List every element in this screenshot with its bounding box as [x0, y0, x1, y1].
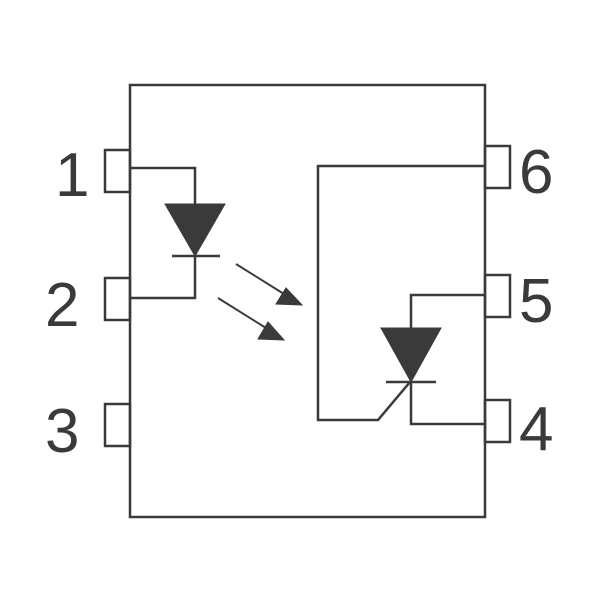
light-arrow-lower-head	[257, 321, 286, 341]
led-cathode-wire	[130, 256, 197, 300]
pin-5-tab	[483, 273, 512, 319]
output-wire-pin4	[409, 382, 485, 426]
light-arrow-upper-line	[235, 263, 285, 295]
led-diode-symbol	[164, 203, 226, 258]
light-arrow-lower-line	[217, 297, 267, 329]
pin-1-tab	[103, 148, 132, 194]
pin-3-tab	[103, 402, 132, 448]
pin-4-tab	[483, 398, 512, 444]
pin-6-tab	[483, 144, 512, 190]
pin-2-label: 2	[45, 271, 79, 340]
pin-6-label: 6	[519, 138, 553, 207]
light-arrow-upper-head	[275, 287, 304, 306]
led-anode-wire	[130, 166, 197, 204]
pin-4-label: 4	[519, 395, 553, 464]
pin-2-tab	[103, 276, 132, 322]
output-wire-pin6-loop	[316, 164, 485, 422]
output-wire-pin5	[409, 293, 485, 330]
package-outline	[128, 83, 487, 519]
pin-5-label: 5	[519, 267, 553, 336]
output-diode-symbol	[380, 327, 442, 384]
pin-3-label: 3	[45, 397, 79, 466]
pin-1-label: 1	[55, 141, 89, 210]
